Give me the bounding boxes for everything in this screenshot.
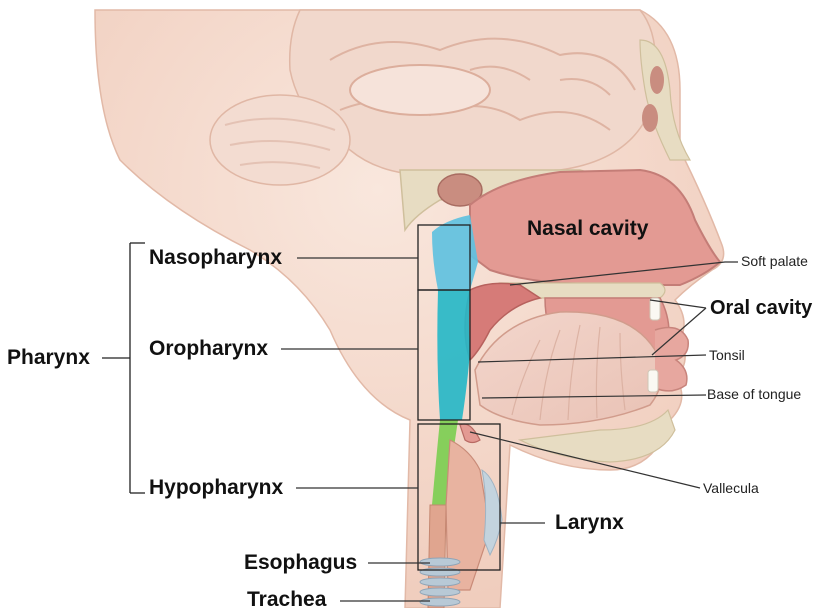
label-oral-cavity: Oral cavity bbox=[710, 298, 812, 318]
label-tonsil: Tonsil bbox=[709, 348, 745, 362]
label-soft-palate: Soft palate bbox=[741, 254, 808, 268]
corpus-callosum bbox=[350, 65, 490, 115]
label-nasopharynx: Nasopharynx bbox=[149, 247, 282, 268]
label-vallecula: Vallecula bbox=[703, 481, 759, 495]
pharynx-bracket bbox=[102, 243, 145, 493]
label-trachea: Trachea bbox=[247, 589, 326, 610]
label-nasal-cavity: Nasal cavity bbox=[527, 218, 648, 239]
label-esophagus: Esophagus bbox=[244, 552, 357, 573]
trachea-rings bbox=[420, 558, 460, 606]
label-pharynx: Pharynx bbox=[7, 347, 90, 368]
label-base-of-tongue: Base of tongue bbox=[707, 387, 801, 401]
label-hypopharynx: Hypopharynx bbox=[149, 477, 283, 498]
label-oropharynx: Oropharynx bbox=[149, 338, 268, 359]
ethmoid-sinus bbox=[642, 104, 658, 132]
label-larynx: Larynx bbox=[555, 512, 624, 533]
lower-tooth bbox=[648, 370, 658, 392]
frontal-sinus bbox=[650, 66, 664, 94]
cerebellum bbox=[210, 95, 350, 185]
